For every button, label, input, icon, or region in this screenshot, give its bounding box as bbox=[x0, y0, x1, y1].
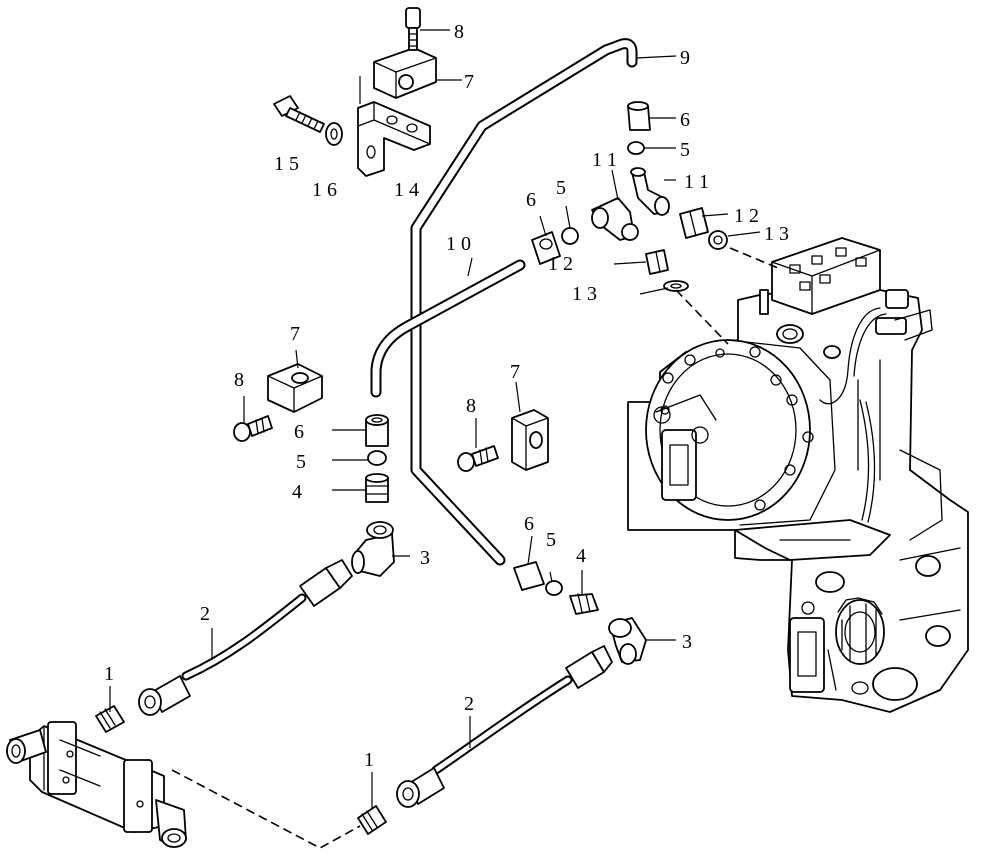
label-9: 9 bbox=[680, 47, 690, 69]
oil-cooler bbox=[6, 721, 187, 848]
transmission-housing bbox=[627, 237, 969, 713]
label-10: 1 0 bbox=[446, 233, 471, 255]
label-13-right: 1 3 bbox=[764, 223, 789, 245]
elbow-3-lower bbox=[608, 617, 647, 665]
label-3-lower: 3 bbox=[682, 631, 692, 653]
label-6-upper-mid: 6 bbox=[526, 189, 536, 211]
label-16: 1 6 bbox=[312, 179, 337, 201]
label-2-lower: 2 bbox=[464, 693, 474, 715]
label-12-right: 1 2 bbox=[734, 205, 759, 227]
label-11-left: 1 1 bbox=[592, 149, 617, 171]
label-5-mid-left: 5 bbox=[296, 451, 306, 473]
clamp-7-mid bbox=[457, 409, 549, 472]
fitting-1-upper bbox=[95, 705, 125, 733]
label-12-left: 1 2 bbox=[548, 253, 573, 275]
label-8-mid-left: 8 bbox=[234, 369, 244, 391]
tube-10 bbox=[370, 259, 526, 398]
label-5-top: 5 bbox=[680, 139, 690, 161]
tube-9 bbox=[410, 38, 638, 566]
washer-16 bbox=[325, 122, 343, 146]
washer-13 bbox=[663, 230, 728, 292]
olive-5 bbox=[367, 141, 645, 596]
hose-2-lower bbox=[396, 645, 613, 808]
nut-6 bbox=[365, 101, 651, 591]
label-6-mid-left: 6 bbox=[294, 421, 304, 443]
hose-2-upper bbox=[138, 559, 353, 716]
fitting-4-lower bbox=[569, 593, 599, 615]
leader-lines bbox=[109, 29, 761, 808]
label-8-top: 8 bbox=[454, 21, 464, 43]
label-5-lower: 5 bbox=[546, 529, 556, 551]
elbow-11 bbox=[591, 167, 670, 241]
label-11-right: 1 1 bbox=[684, 171, 709, 193]
label-7-mid: 7 bbox=[510, 361, 520, 383]
label-3-upper: 3 bbox=[420, 547, 430, 569]
connection-lines bbox=[171, 247, 779, 849]
clamp-7-mid-left bbox=[233, 363, 323, 442]
fitting-1-lower bbox=[357, 805, 387, 835]
part-labels: 8 7 9 6 5 1 1 1 1 1 2 1 3 1 5 1 6 1 4 6 … bbox=[104, 21, 789, 771]
label-13-left: 1 3 bbox=[572, 283, 597, 305]
bolt-15 bbox=[273, 95, 325, 133]
clamp-7-top bbox=[373, 7, 437, 99]
label-8-mid: 8 bbox=[466, 395, 476, 417]
label-1-upper: 1 bbox=[104, 663, 114, 685]
label-14: 1 4 bbox=[394, 179, 419, 201]
adapter-12 bbox=[645, 207, 709, 275]
label-4-lower: 4 bbox=[576, 545, 586, 567]
elbow-3-upper bbox=[351, 521, 395, 577]
label-4-mid-left: 4 bbox=[292, 481, 302, 503]
label-15: 1 5 bbox=[274, 153, 299, 175]
label-2-upper: 2 bbox=[200, 603, 210, 625]
label-6-top: 6 bbox=[680, 109, 690, 131]
label-1-lower: 1 bbox=[364, 749, 374, 771]
label-5-upper-mid: 5 bbox=[556, 177, 566, 199]
label-7-top: 7 bbox=[464, 71, 474, 93]
bracket-14 bbox=[357, 101, 431, 177]
label-7-mid-left: 7 bbox=[290, 323, 300, 345]
label-6-lower: 6 bbox=[524, 513, 534, 535]
fitting-4-upper bbox=[365, 473, 389, 503]
